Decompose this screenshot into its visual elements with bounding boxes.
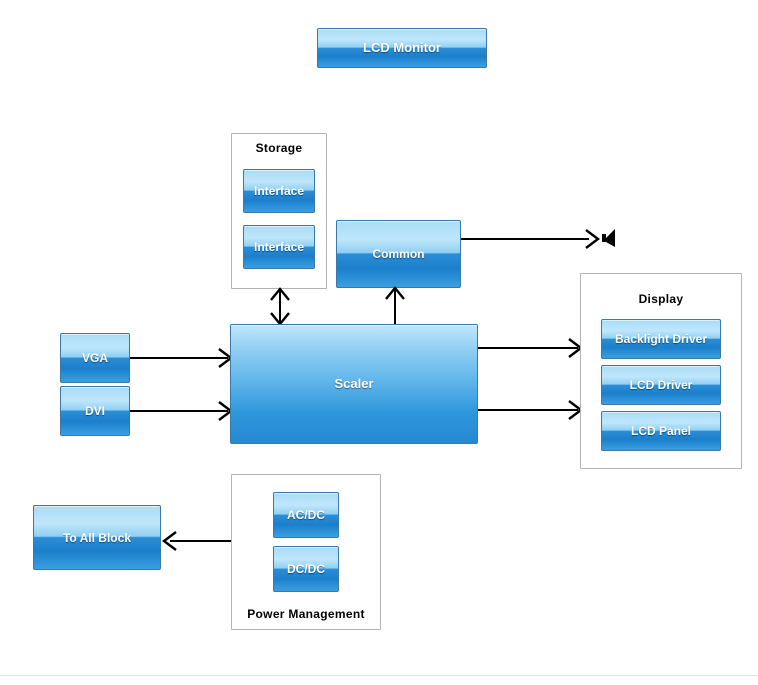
block-to-all-block-label: To All Block <box>62 530 131 545</box>
block-input-dvi-label: DVI <box>84 404 105 418</box>
block-scaler[interactable]: Scaler <box>230 324 478 444</box>
block-backlight-driver-label: Backlight Driver <box>614 332 708 346</box>
block-lcd-panel-label: LCD Panel <box>630 424 691 438</box>
block-input-vga[interactable]: VGA <box>60 333 130 383</box>
group-display-title: Display <box>638 292 684 306</box>
block-lcd-panel[interactable]: LCD Panel <box>601 411 721 451</box>
connector-scaler-to-common <box>394 289 396 325</box>
footer-divider <box>0 675 758 676</box>
block-lcd-driver-label: LCD Driver <box>629 378 693 392</box>
speaker-icon <box>602 229 615 247</box>
arrowhead-scaler-to-common <box>385 286 405 300</box>
block-lcd-monitor[interactable]: LCD Monitor <box>317 28 487 68</box>
block-dc-dc-label: DC/DC <box>287 562 325 576</box>
block-scaler-label: Scaler <box>334 376 374 391</box>
block-input-dvi[interactable]: DVI <box>60 386 130 436</box>
connector-common-to-speaker <box>461 238 589 240</box>
group-storage-title: Storage <box>255 141 303 155</box>
block-ac-dc[interactable]: AC/DC <box>273 492 339 538</box>
connector-storage-scaler <box>279 291 281 325</box>
connector-scaler-to-backlight <box>478 347 578 349</box>
connector-vga-to-scaler <box>130 357 228 359</box>
block-ac-dc-label: AC/DC <box>287 508 325 522</box>
block-dc-dc[interactable]: DC/DC <box>273 546 339 592</box>
block-backlight-driver[interactable]: Backlight Driver <box>601 319 721 359</box>
arrowhead-common-to-speaker <box>585 229 600 249</box>
block-input-vga-label: VGA <box>81 351 108 365</box>
arrowhead-storage-up <box>270 287 290 301</box>
connector-power-to-all-block <box>170 540 231 542</box>
block-storage-interface-2-label: Interface <box>253 240 305 254</box>
block-storage-interface-1[interactable]: Interface <box>243 169 315 213</box>
block-lcd-monitor-label: LCD Monitor <box>363 40 441 55</box>
block-to-all-block[interactable]: To All Block <box>33 505 161 570</box>
block-storage-interface-1-label: Interface <box>253 184 305 198</box>
connector-scaler-to-lcd-panel <box>478 409 578 411</box>
block-common-label: Common <box>372 247 425 261</box>
block-common[interactable]: Common <box>336 220 461 288</box>
block-storage-interface-2[interactable]: Interface <box>243 225 315 269</box>
arrowhead-power-to-all-block <box>162 531 177 551</box>
group-power-management-title: Power Management <box>247 607 365 621</box>
block-lcd-driver[interactable]: LCD Driver <box>601 365 721 405</box>
connector-dvi-to-scaler <box>130 410 228 412</box>
